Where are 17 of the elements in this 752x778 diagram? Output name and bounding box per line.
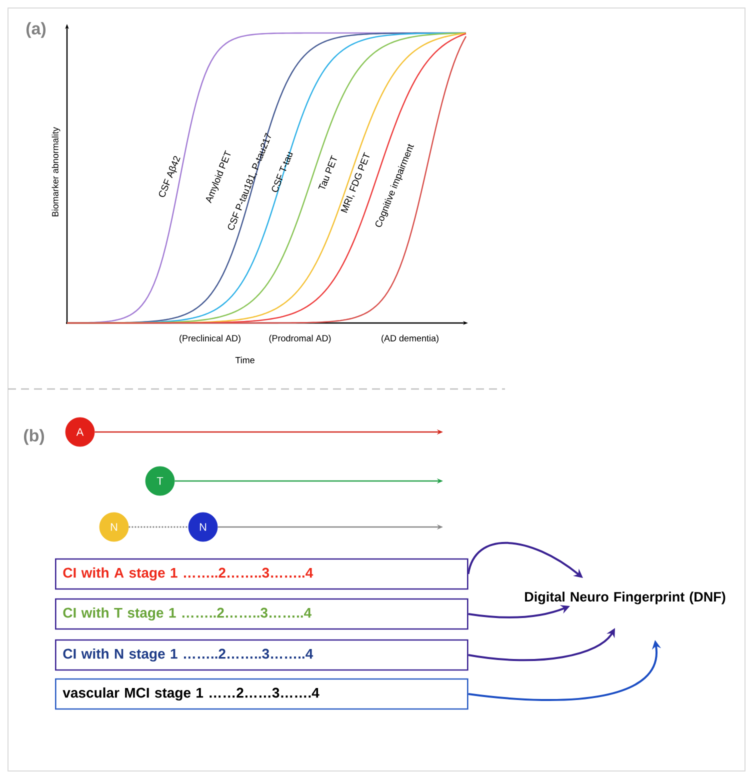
- axis-label: (Prodromal AD): [269, 334, 331, 344]
- curve-label: Tau PET: [318, 155, 337, 189]
- fingerprint-label: Digital Neuro Fingerprint (DNF): [525, 592, 726, 604]
- dotted-line: [128, 526, 188, 528]
- curve-label: CSF Aβ42: [158, 156, 180, 197]
- axis-label: (Preclinical AD): [180, 334, 240, 344]
- stage-box: CI with A stage 1 ……..2……..3……..4: [55, 558, 468, 590]
- panel-label: (b): [24, 429, 44, 445]
- axis-label: Biomarker abnormality: [52, 127, 60, 216]
- axis-label: Time: [235, 356, 254, 364]
- panel-label: (a): [26, 22, 46, 38]
- stage-box: CI with T stage 1 ……..2……..3……..4: [55, 598, 468, 630]
- curve-label: CSF T-tau: [272, 152, 293, 192]
- curve-label: MRI, FDG PET: [340, 152, 370, 213]
- stage-box: CI with N stage 1 ……..2……..3……..4: [55, 639, 468, 671]
- stage-box: vascular MCI stage 1 ……2……3…….4: [55, 678, 468, 710]
- axis-label: (AD dementia): [382, 334, 438, 344]
